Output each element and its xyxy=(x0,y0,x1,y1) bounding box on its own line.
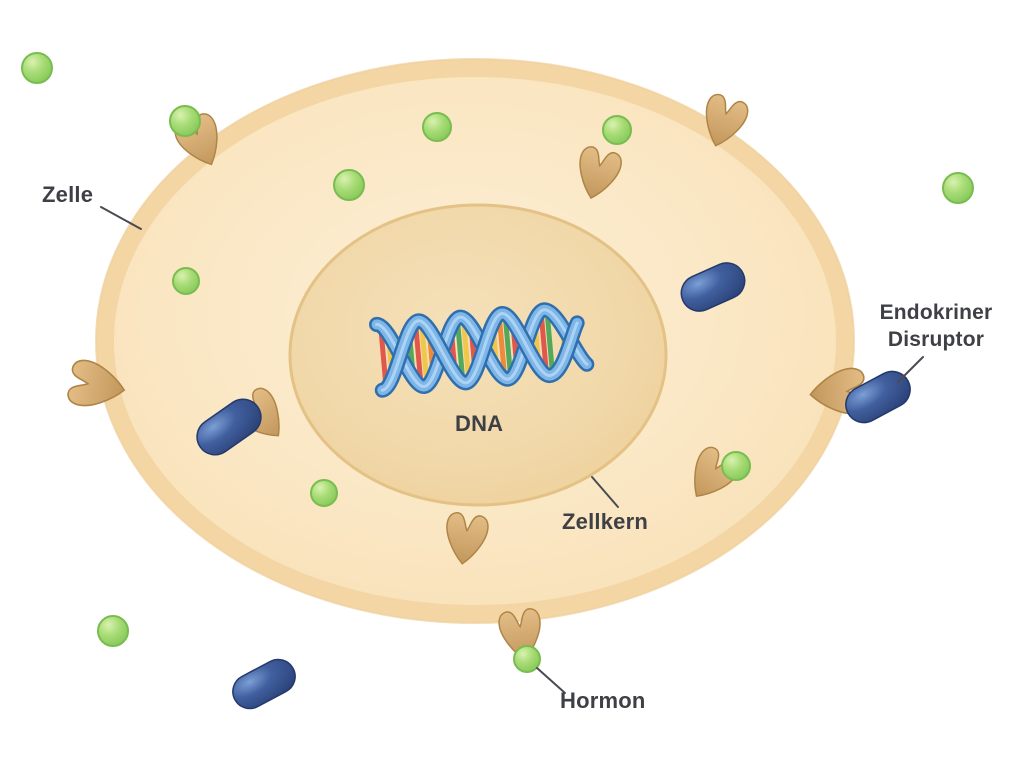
hormone-molecule xyxy=(172,267,200,295)
disruptor-molecule xyxy=(196,398,262,456)
hormone-molecule xyxy=(310,479,338,507)
cell-outline xyxy=(95,58,855,624)
hormone-molecule xyxy=(942,172,974,204)
hormone-molecule xyxy=(513,645,541,673)
disruptor-molecule xyxy=(680,262,746,312)
pointer-lines xyxy=(100,206,924,694)
hormone-molecule xyxy=(422,112,452,142)
hormon-label: Hormon xyxy=(560,688,646,713)
hormone-molecules xyxy=(21,52,974,673)
hormone-molecule xyxy=(169,105,201,137)
dna-label: DNA xyxy=(455,411,504,436)
disruptor-molecules xyxy=(196,262,911,710)
dna-strand-b xyxy=(374,305,585,398)
endokriner-disruptor-label: Endokriner Disruptor xyxy=(879,301,993,352)
dna-helix xyxy=(369,302,595,398)
disruptor-pointer-line xyxy=(897,356,924,383)
hormone-molecule xyxy=(333,169,365,201)
hormone-molecule xyxy=(602,115,632,145)
disruptor-molecule xyxy=(845,370,911,424)
zelle-pointer-line xyxy=(100,206,142,230)
zellkern-pointer-line xyxy=(591,476,619,508)
disruptor-molecule xyxy=(232,658,296,710)
hormone-molecule xyxy=(21,52,53,84)
hormone-molecule xyxy=(721,451,751,481)
hormone-molecule xyxy=(97,615,129,647)
zellkern-label: Zellkern xyxy=(562,509,648,534)
zelle-label: Zelle xyxy=(42,182,94,207)
hormon-pointer-line xyxy=(536,667,566,694)
